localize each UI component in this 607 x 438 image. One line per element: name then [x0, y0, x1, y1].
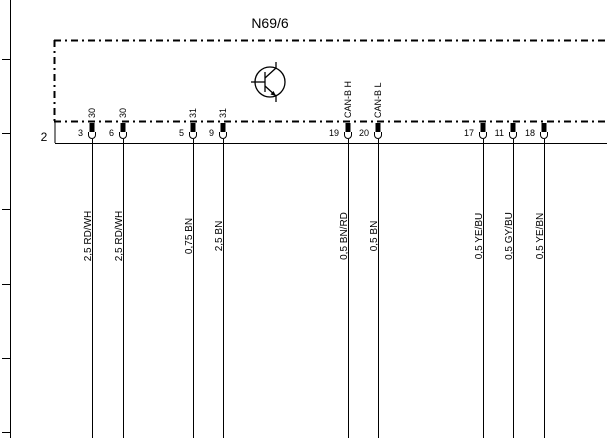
connector-socket [189, 132, 197, 139]
terminal-label: 31 [188, 108, 198, 118]
connector-socket [374, 132, 382, 139]
pin-number: 20 [359, 128, 369, 138]
connector-pin [345, 123, 351, 132]
connector-pin [220, 123, 226, 132]
pin-6: 30 6 2,5 RD/WH [109, 108, 128, 438]
pin-20: CAN-B L 20 0,5 BN [359, 82, 383, 438]
wire-spec: 0,75 BN [184, 218, 195, 254]
wire-spec: 2,5 RD/WH [83, 211, 94, 262]
wire-spec: 0,5 GY/BU [504, 212, 515, 260]
pin-number: 17 [464, 128, 474, 138]
pin-3: 30 3 2,5 RD/WH [78, 108, 97, 438]
connector-pin [89, 123, 95, 132]
pin-number: 9 [209, 128, 214, 138]
pin-number: 19 [329, 128, 339, 138]
connector-socket [219, 132, 227, 139]
wire-spec: 0,5 YE/BN [535, 213, 546, 260]
wire-spec: 0,5 BN/RD [339, 212, 350, 260]
connector-pin [541, 123, 547, 132]
pin-9: 31 9 2,5 BN [209, 108, 228, 438]
wire-spec: 2,5 RD/WH [114, 211, 125, 262]
connector-pin [120, 123, 126, 132]
connector-socket [540, 132, 548, 139]
terminal-label: 31 [218, 108, 228, 118]
pin-17: 17 0,5 YE/BU [464, 123, 487, 438]
pin-number: 18 [525, 128, 535, 138]
component-label: N69/6 [251, 15, 289, 31]
terminal-label: CAN-B H [343, 81, 353, 118]
pin-number: 6 [109, 128, 114, 138]
pins-layer: 30 3 2,5 RD/WH 30 6 2,5 RD/WH 31 5 0,75 BN 31 9 2,5… [78, 81, 548, 438]
connector-socket [509, 132, 517, 139]
connector-pin [190, 123, 196, 132]
connector-socket [88, 132, 96, 139]
connector-pin [510, 123, 516, 132]
pin-number: 11 [495, 128, 504, 138]
wire-spec: 0,5 BN [369, 221, 380, 252]
pin-number: 5 [179, 128, 184, 138]
terminal-label: 30 [118, 108, 128, 118]
component-outline [53, 39, 607, 144]
connector-socket [119, 132, 127, 139]
pin-18: 18 0,5 YE/BN [525, 123, 548, 438]
wire-spec: 2,5 BN [214, 221, 225, 252]
terminal-label: 30 [87, 108, 97, 118]
pin-11: 11 0,5 GY/BU [495, 123, 517, 438]
connector-socket [479, 132, 487, 139]
connector-pin [375, 123, 381, 132]
terminal-label: CAN-B L [373, 82, 383, 118]
pin-5: 31 5 0,75 BN [179, 108, 198, 438]
connector-pin [480, 123, 486, 132]
transistor-icon [251, 62, 286, 102]
pin-number: 3 [78, 128, 83, 138]
margin-ruler [2, 0, 11, 438]
pin-19: CAN-B H 19 0,5 BN/RD [329, 81, 353, 438]
row-number: 2 [41, 130, 48, 144]
connector-socket [344, 132, 352, 139]
wire-spec: 0,5 YE/BU [474, 213, 485, 260]
